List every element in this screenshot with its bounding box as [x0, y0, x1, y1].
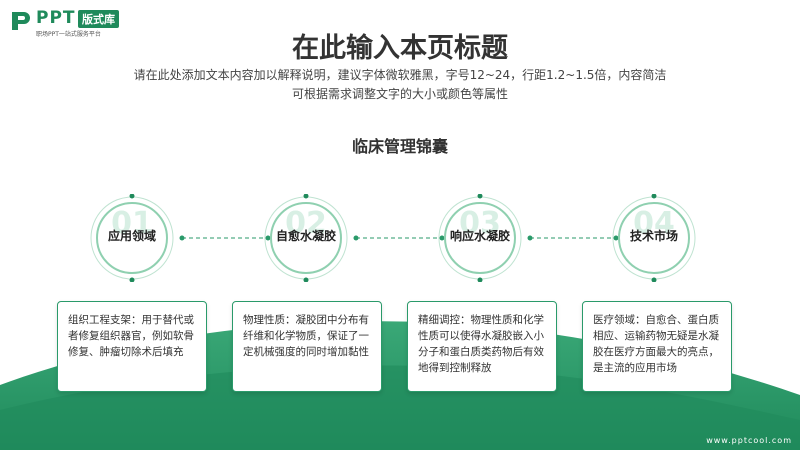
page-title: 在此输入本页标题	[292, 33, 508, 64]
footer-url[interactable]: www.pptcool.com	[706, 436, 792, 445]
ring-icon	[90, 194, 174, 282]
step-card-4: 医疗领域：自愈合、蛋白质相应、运输药物无疑是水凝胶在医疗方面最大的亮点，是主流的…	[582, 301, 732, 392]
step-node-2[interactable]: 02 自愈水凝胶	[262, 194, 350, 282]
brand-logo[interactable]: PPT 版式库 职场PPT一站式服务平台	[10, 8, 160, 40]
section-subtitle: 临床管理锦囊	[351, 137, 448, 156]
ring-icon	[612, 194, 696, 282]
logo-text: PPT	[36, 8, 76, 28]
ring-icon	[264, 194, 348, 282]
step-label: 技术市场	[629, 229, 678, 243]
description-line: 请在此处添加文本内容加以解释说明，建议字体微软雅黑，字号12~24，行距1.2~…	[133, 68, 667, 82]
step-node-3[interactable]: 03 响应水凝胶	[436, 194, 524, 282]
logo-tagline: 职场PPT一站式服务平台	[36, 31, 101, 38]
step-card-3: 精细调控：物理性质和化学性质可以使得水凝胶嵌入小分子和蛋白质类药物后有效地得到控…	[407, 301, 557, 392]
step-node-4[interactable]: 04 技术市场	[610, 194, 698, 282]
step-label: 响应水凝胶	[449, 229, 510, 243]
step-number: 04	[633, 206, 675, 241]
step-label: 自愈水凝胶	[275, 229, 336, 243]
step-card-1: 组织工程支架：用于替代或者修复组织器官，例如软骨修复、肿瘤切除术后填充	[57, 301, 207, 392]
ring-icon	[438, 194, 522, 282]
step-number: 03	[459, 206, 501, 241]
description-line: 可根据需求调整文字的大小或颜色等属性	[291, 87, 508, 101]
page-description: 请在此处添加文本内容加以解释说明，建议字体微软雅黑，字号12~24，行距1.2~…	[100, 66, 700, 104]
step-number: 02	[285, 206, 327, 241]
logo-icon	[12, 12, 30, 30]
step-number: 01	[111, 206, 153, 241]
step-card-2: 物理性质：凝胶团中分布有纤维和化学物质，保证了一定机械强度的同时增加黏性	[232, 301, 382, 392]
step-node-1[interactable]: 01 应用领域	[88, 194, 176, 282]
step-label: 应用领域	[107, 229, 156, 243]
logo-badge: 版式库	[78, 10, 119, 28]
